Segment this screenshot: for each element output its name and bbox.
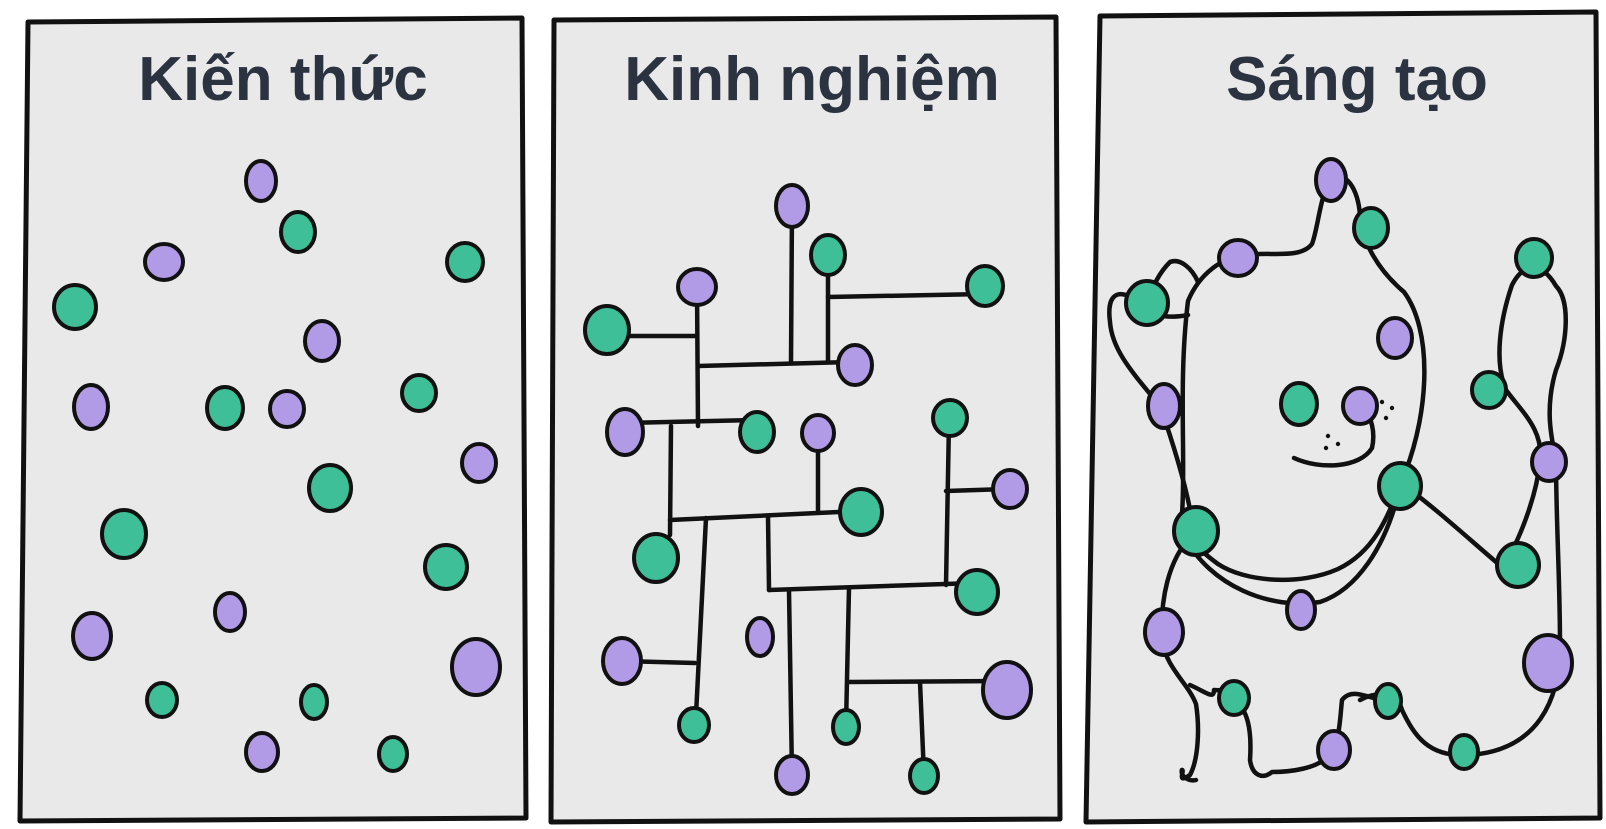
teal-dot	[205, 385, 245, 431]
connection-line	[788, 203, 795, 366]
teal-dot	[965, 264, 1005, 308]
connection-line	[667, 508, 863, 523]
connection-line	[825, 291, 987, 300]
purple-dot	[1376, 316, 1414, 360]
teal-dot	[377, 735, 409, 773]
teal-dot	[1279, 381, 1319, 427]
teal-dot	[423, 543, 469, 591]
teal-dot	[400, 373, 438, 413]
connection-line	[766, 580, 978, 593]
purple-dot	[981, 660, 1033, 720]
purple-dot	[72, 383, 110, 431]
cat-leg-1	[1229, 695, 1329, 778]
connection-line	[694, 285, 701, 429]
connection-line	[786, 588, 795, 778]
purple-dot	[268, 389, 306, 429]
purple-dot	[605, 407, 645, 457]
teal-dot	[1172, 505, 1220, 557]
teal-dot	[299, 683, 329, 721]
dots-group	[583, 183, 1033, 796]
connection-line	[843, 585, 852, 728]
teal-dot	[632, 532, 680, 584]
teal-dot	[838, 487, 884, 537]
purple-dot	[244, 159, 278, 203]
purple-dot	[244, 731, 280, 773]
connection-line	[667, 423, 674, 538]
connection-line	[845, 678, 1006, 685]
cat-whisker-dots	[1323, 399, 1395, 451]
teal-dot	[831, 708, 861, 746]
teal-dot	[738, 410, 776, 454]
purple-dot	[1530, 441, 1568, 483]
teal-dot	[1495, 541, 1541, 589]
purple-dot	[836, 343, 874, 387]
teal-dot	[1514, 237, 1554, 279]
panel-frame	[1083, 9, 1603, 825]
teal-dot	[1373, 682, 1403, 720]
teal-dot	[1470, 370, 1508, 410]
teal-dot	[100, 508, 148, 560]
purple-dot	[774, 754, 810, 796]
teal-dot	[931, 398, 969, 438]
purple-dot	[143, 242, 185, 282]
purple-dot	[745, 616, 775, 658]
connection-line	[693, 515, 709, 718]
purple-dot	[71, 611, 113, 661]
panel-title: Kinh nghiệm	[624, 45, 999, 114]
teal-dot	[1217, 679, 1251, 717]
dots-group	[52, 159, 502, 773]
panel-experience: Kinh nghiệm	[548, 14, 1063, 825]
purple-dot	[1341, 386, 1379, 426]
panel-title: Kiến thức	[138, 45, 427, 114]
teal-dot	[1377, 461, 1423, 511]
purple-dot	[601, 636, 643, 686]
purple-dot	[303, 319, 341, 363]
panel-creativity: Sáng tạo	[1083, 9, 1603, 825]
cat-tail	[1357, 457, 1563, 758]
connection-line	[765, 513, 772, 593]
connection-line	[943, 418, 952, 588]
teal-dot	[279, 210, 317, 254]
purple-dot	[450, 637, 502, 697]
teal-dot	[52, 283, 98, 331]
teal-dot	[1124, 279, 1170, 327]
purple-dot	[991, 468, 1029, 510]
cat-leg-4	[1179, 767, 1199, 783]
teal-dot	[954, 568, 1000, 616]
connection-line	[695, 359, 853, 369]
purple-dot	[1217, 238, 1259, 278]
purple-dot	[800, 413, 836, 453]
purple-dot	[460, 442, 498, 484]
panel-title: Sáng tạo	[1226, 45, 1488, 114]
teal-dot	[445, 241, 485, 283]
purple-dot	[1314, 157, 1348, 203]
teal-dot	[1352, 206, 1390, 250]
connection-line	[622, 417, 758, 426]
purple-dot	[676, 267, 718, 307]
teal-dot	[677, 706, 711, 744]
teal-dot	[809, 233, 847, 277]
purple-dot	[213, 591, 247, 633]
purple-dot	[774, 183, 810, 229]
purple-dot	[1143, 607, 1185, 657]
purple-dot	[1316, 729, 1352, 771]
teal-dot	[145, 681, 179, 719]
teal-dot	[1448, 733, 1480, 771]
teal-dot	[307, 463, 353, 513]
teal-dot	[583, 304, 631, 356]
purple-dot	[1146, 382, 1182, 430]
panel-knowledge: Kiến thức	[17, 15, 529, 824]
purple-dot	[1285, 589, 1317, 631]
purple-dot	[1522, 633, 1574, 693]
teal-dot	[908, 757, 940, 795]
dots-group	[1124, 157, 1574, 771]
cat-collar	[1181, 484, 1403, 606]
